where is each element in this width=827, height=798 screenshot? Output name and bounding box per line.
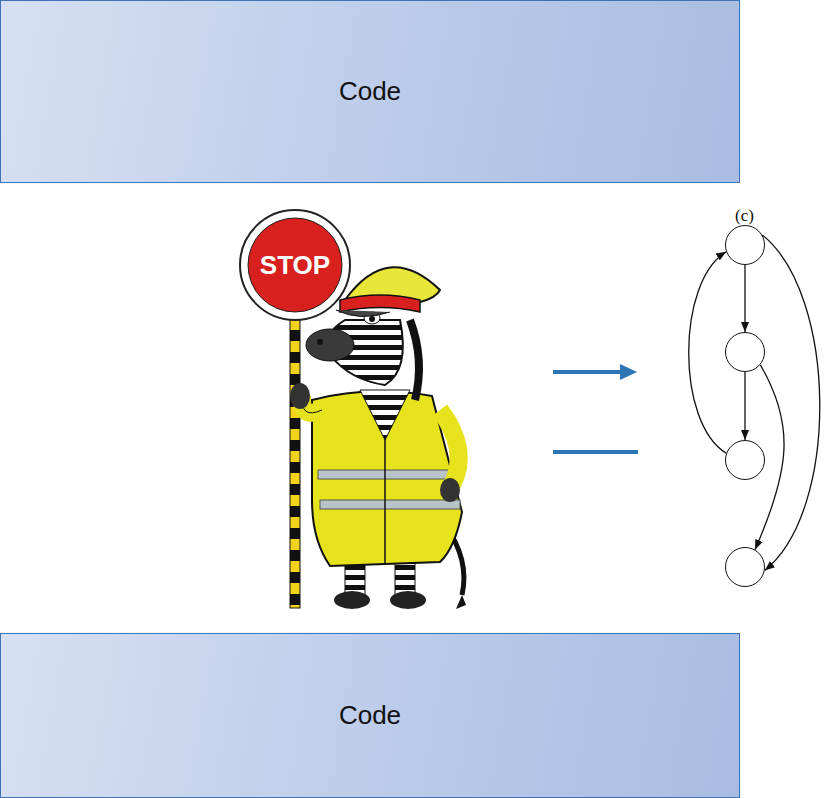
figure-label: (c) xyxy=(735,206,754,226)
node-text: Code xyxy=(339,76,401,107)
graph-edge xyxy=(689,252,727,453)
graph-node xyxy=(725,440,765,480)
graph-node xyxy=(725,332,765,372)
graph-edge xyxy=(744,372,745,440)
graph-edge xyxy=(744,265,745,332)
code-band: Code xyxy=(0,633,740,798)
node-text: Code xyxy=(339,700,401,731)
graph-edge xyxy=(762,235,819,570)
sign-text: STOP xyxy=(260,250,330,281)
graph-node xyxy=(725,225,765,265)
code-band: Code xyxy=(0,0,740,183)
graph-node xyxy=(725,547,765,587)
